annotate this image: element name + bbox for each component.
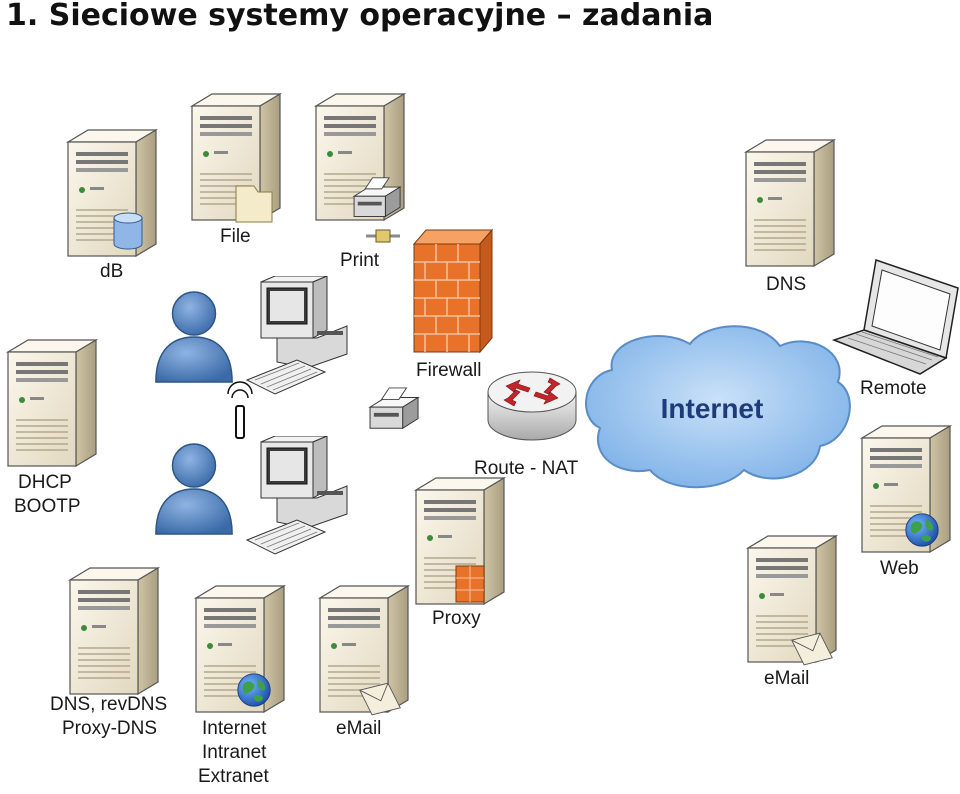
dns-revdns-server: DNS, revDNS Proxy-DNS bbox=[50, 567, 167, 739]
dns-remote-label: DNS bbox=[766, 274, 806, 295]
network-connector-icon bbox=[366, 229, 400, 243]
proxy-label: Proxy bbox=[432, 608, 481, 629]
dhcp-label-line2: BOOTP bbox=[14, 496, 81, 517]
print-label: Print bbox=[340, 250, 380, 271]
email-server-left: eMail bbox=[319, 585, 409, 739]
print-server: Print bbox=[315, 93, 405, 271]
user-icon bbox=[155, 291, 233, 383]
db-server: dB bbox=[67, 129, 157, 282]
database-icon bbox=[113, 212, 143, 250]
printer-icon bbox=[369, 387, 419, 429]
firewall: Firewall bbox=[412, 228, 494, 381]
globe-icon bbox=[237, 673, 271, 707]
email-right-label: eMail bbox=[764, 668, 809, 689]
web-label: Web bbox=[880, 558, 919, 579]
user-icon bbox=[155, 443, 233, 535]
intranet-label-line2: Intranet bbox=[202, 742, 267, 763]
globe-icon bbox=[905, 513, 939, 547]
internet-intranet-server: Internet Intranet Extranet bbox=[195, 585, 285, 787]
dns-rev-label-line2: Proxy-DNS bbox=[62, 718, 157, 739]
firewall-label: Firewall bbox=[416, 360, 481, 381]
page-title: 1. Sieciowe systemy operacyjne – zadania bbox=[6, 0, 714, 33]
brick-pattern bbox=[414, 244, 480, 352]
workstation-icon bbox=[246, 436, 348, 555]
wireless-antenna-icon bbox=[227, 381, 253, 439]
workstation-icon bbox=[246, 276, 348, 395]
file-server: File bbox=[191, 93, 281, 247]
internet-label: Internet bbox=[661, 393, 764, 424]
dns-rev-label-line1: DNS, revDNS bbox=[50, 694, 167, 715]
intranet-label-line3: Extranet bbox=[198, 766, 269, 787]
email-server-right: eMail bbox=[747, 535, 837, 689]
intranet-label-line1: Internet bbox=[202, 718, 267, 739]
dns-server-remote: DNS bbox=[745, 139, 835, 295]
web-server: Web bbox=[861, 425, 951, 579]
remote-label: Remote bbox=[860, 378, 927, 399]
dhcp-server: DHCP BOOTP bbox=[7, 339, 97, 517]
laptop-remote: Remote bbox=[831, 259, 959, 399]
db-label: dB bbox=[100, 261, 123, 282]
mini-firewall-icon bbox=[455, 565, 485, 603]
file-label: File bbox=[220, 226, 251, 247]
proxy-server: Proxy bbox=[415, 477, 505, 629]
internet-cloud: Internet bbox=[585, 325, 851, 489]
router-arrows-icon bbox=[503, 377, 561, 407]
dhcp-label-line1: DHCP bbox=[18, 472, 72, 493]
router-label: Route - NAT bbox=[474, 458, 579, 479]
folder-icon bbox=[235, 185, 273, 223]
router: Route - NAT bbox=[474, 371, 579, 479]
email-left-label: eMail bbox=[336, 718, 381, 739]
